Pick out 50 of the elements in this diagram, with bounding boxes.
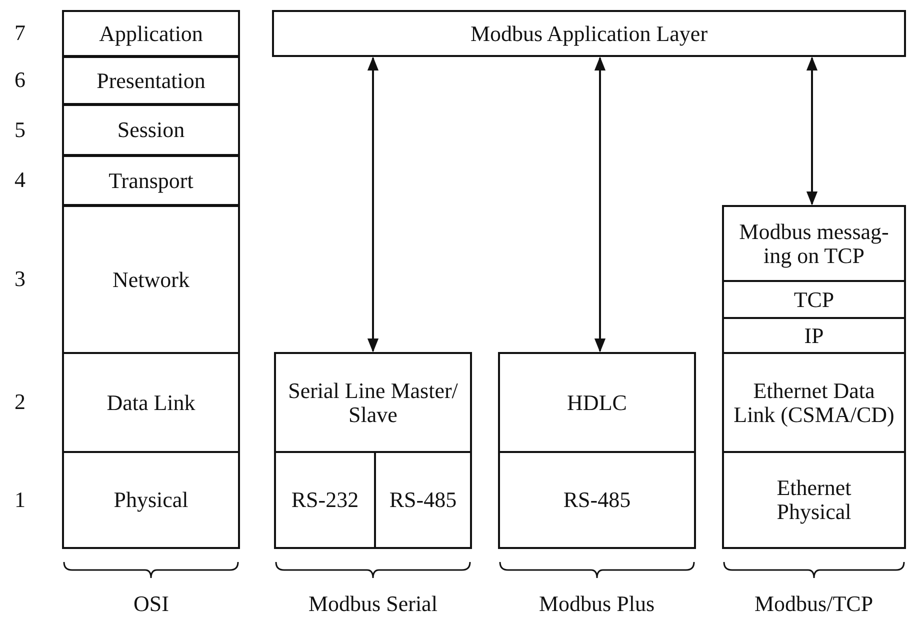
layer-number: 1 — [14, 487, 26, 513]
layer-name: Session — [117, 118, 185, 142]
layer-number: 3 — [14, 266, 26, 292]
layer-name: Data Link — [106, 390, 196, 414]
layer-number: 5 — [14, 117, 26, 143]
layer-name: Serial Line Master/ Slave — [287, 378, 459, 426]
layer-name: HDLC — [567, 390, 627, 414]
layer-name: RS-232 — [291, 488, 359, 512]
layer-name: Presentation — [96, 68, 206, 92]
layer-box — [498, 451, 696, 549]
layer-name: IP — [804, 324, 824, 348]
layer-box — [272, 10, 906, 57]
layer-number: 2 — [14, 389, 26, 415]
layer-box — [62, 56, 240, 105]
layer-box — [62, 155, 240, 206]
layer-name: Ethernet Physical — [776, 476, 852, 524]
layer-box — [722, 317, 906, 354]
column-label: Modbus Serial — [308, 591, 438, 617]
layer-box — [722, 205, 906, 282]
double-arrow — [367, 56, 379, 352]
layer-box — [62, 104, 240, 156]
layer-name: Application — [99, 22, 203, 46]
layer-name: Ethernet Data Link (CSMA/CD) — [732, 378, 896, 426]
column-label: OSI — [134, 591, 169, 617]
layer-box — [722, 280, 906, 319]
layer-name: RS-485 — [563, 488, 631, 512]
layer-number: 6 — [14, 67, 26, 93]
layer-name: Modbus messag-ing on TCP — [738, 220, 890, 268]
layer-name: Network — [112, 268, 190, 292]
layer-box — [62, 352, 240, 453]
layer-box — [274, 352, 472, 453]
layer-number: 7 — [14, 20, 26, 46]
layer-box — [62, 205, 240, 354]
layer-number: 4 — [14, 167, 26, 193]
layer-box — [62, 10, 240, 57]
layer-box — [274, 451, 376, 549]
double-arrow — [806, 56, 818, 206]
double-arrow — [594, 56, 606, 352]
layer-box — [62, 451, 240, 549]
layer-box — [374, 451, 472, 549]
column-label: Modbus/TCP — [754, 591, 874, 617]
layer-name: RS-485 — [389, 488, 457, 512]
layer-name: Transport — [108, 168, 194, 192]
layer-name: Physical — [114, 488, 188, 512]
layer-box — [722, 451, 906, 549]
layer-name: Modbus Application Layer — [470, 22, 708, 46]
layer-name: TCP — [794, 288, 834, 312]
layer-box — [498, 352, 696, 453]
layer-box — [722, 352, 906, 453]
column-label: Modbus Plus — [539, 591, 655, 617]
